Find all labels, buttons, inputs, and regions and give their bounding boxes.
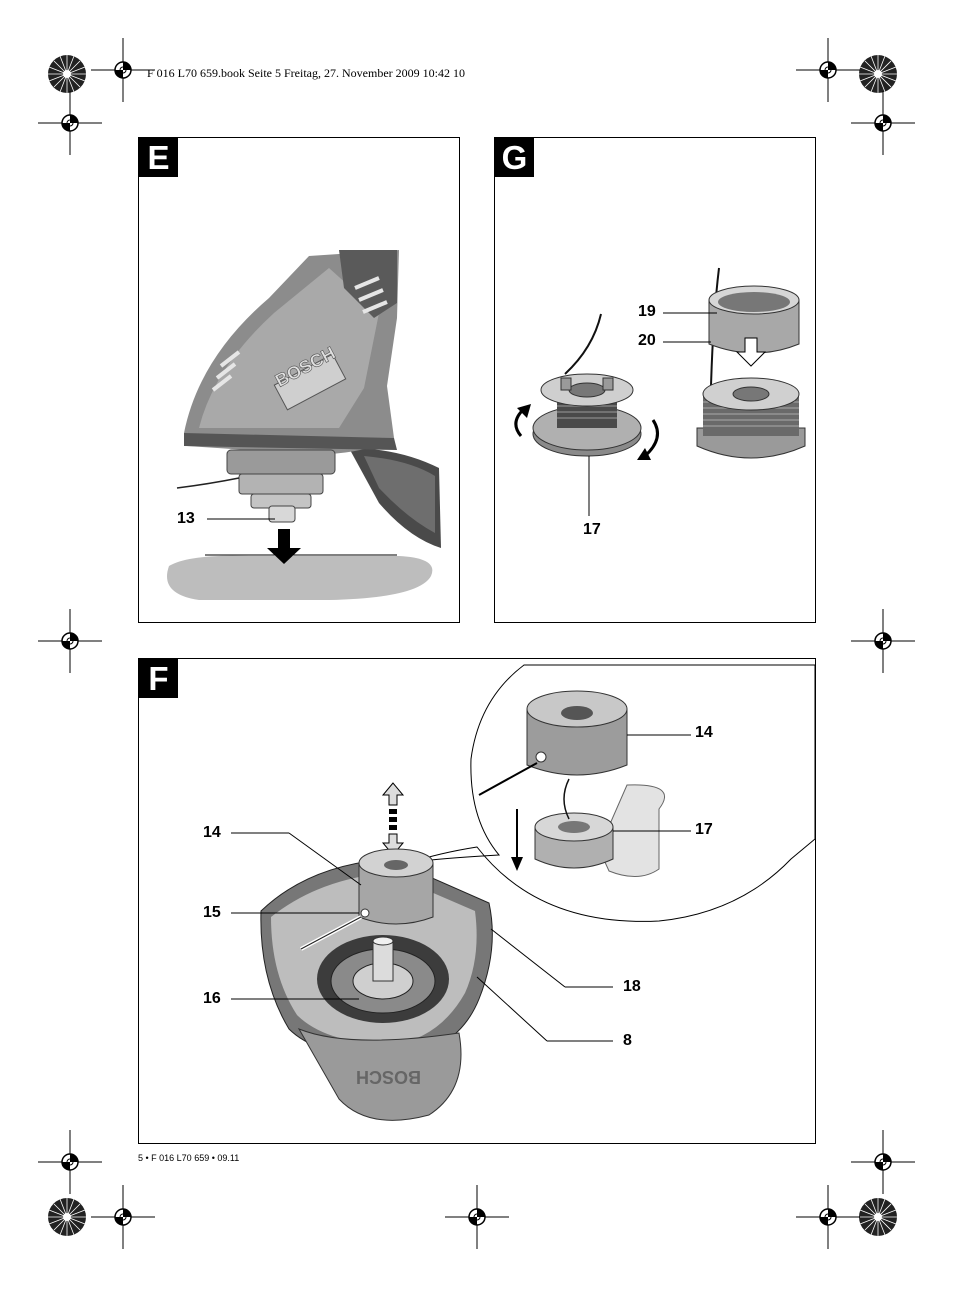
callout-15: 15 — [203, 904, 221, 921]
callout-20: 20 — [638, 332, 656, 349]
figure-g: G — [494, 137, 816, 623]
print-code-footer: 5 • F 016 L70 659 • 09.11 — [138, 1153, 240, 1163]
callout-14-inset: 14 — [695, 724, 713, 741]
callout-19: 19 — [638, 303, 656, 320]
book-info-header: F 016 L70 659.book Seite 5 Freitag, 27. … — [147, 66, 465, 80]
starburst-top-left — [47, 54, 87, 94]
down-arrow-icon — [735, 337, 767, 367]
down-arrow-icon — [511, 857, 523, 871]
figure-g-badge: G — [495, 138, 534, 177]
trimmer-head-illustration: BOSCH — [167, 250, 441, 600]
starburst-bottom-right — [858, 1197, 898, 1237]
figure-e: E BOSCH 13 — [138, 137, 460, 623]
ground-shadow — [167, 555, 433, 600]
starburst-bottom-left — [47, 1197, 87, 1237]
bosch-logo-f: BOSCH — [356, 1067, 421, 1087]
guard-assembly-illustration: BOSCH — [231, 664, 815, 1121]
callout-17: 17 — [583, 521, 601, 538]
starburst-top-right — [858, 54, 898, 94]
spool-illustration — [514, 267, 806, 516]
callout-13: 13 — [177, 510, 195, 527]
figure-f: F — [138, 658, 816, 1144]
figure-f-badge: F — [139, 659, 178, 698]
callout-16: 16 — [203, 990, 221, 1007]
rotate-left-arrow-icon — [517, 404, 531, 418]
callout-8: 8 — [623, 1032, 632, 1049]
rotate-right-arrow-icon — [637, 448, 651, 460]
down-arrow-icon — [267, 529, 301, 564]
callout-17-inset: 17 — [695, 821, 713, 838]
callout-18: 18 — [623, 978, 641, 995]
figure-e-badge: E — [139, 138, 178, 177]
callout-14: 14 — [203, 824, 221, 841]
